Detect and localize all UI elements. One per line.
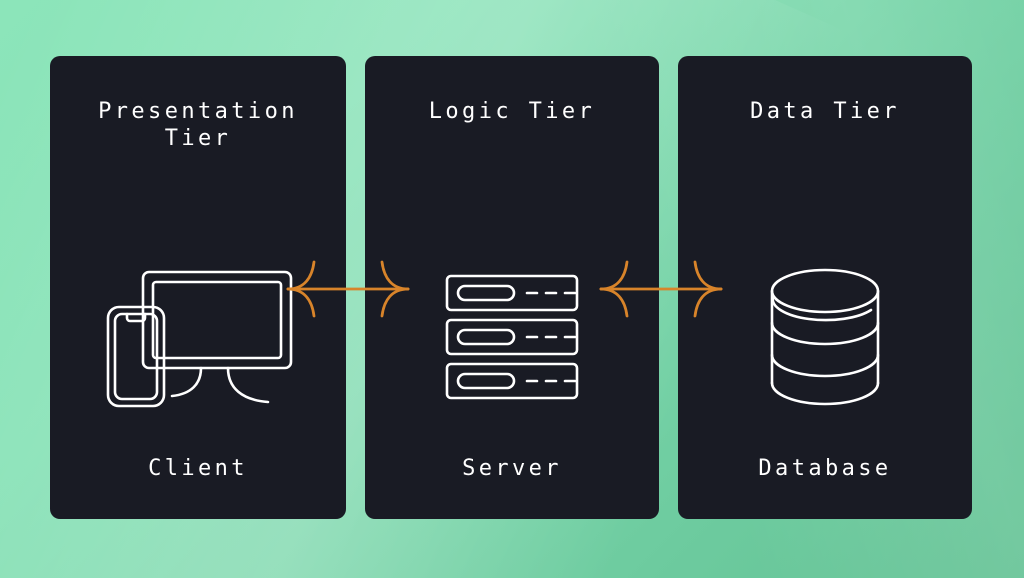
panel-logic-tier[interactable]: Logic Tier Server	[365, 56, 659, 519]
server-rack-icon	[445, 274, 579, 400]
database-cylinder-icon	[765, 267, 885, 407]
node-label-database: Database	[758, 456, 892, 481]
icon-wrap-data	[678, 252, 972, 422]
monitor-and-phone-icon	[98, 262, 298, 412]
icon-wrap-presentation	[50, 252, 346, 422]
tier-title-logic: Logic Tier	[428, 99, 596, 124]
node-label-client: Client	[148, 456, 248, 481]
icon-wrap-logic	[365, 252, 659, 422]
panel-presentation-tier[interactable]: Presentation Tier	[50, 56, 346, 519]
node-label-server: Server	[462, 456, 562, 481]
tier-title-presentation: Presentation Tier	[98, 99, 298, 151]
tier-title-data: Data Tier	[750, 99, 900, 124]
panel-data-tier[interactable]: Data Tier	[678, 56, 972, 519]
